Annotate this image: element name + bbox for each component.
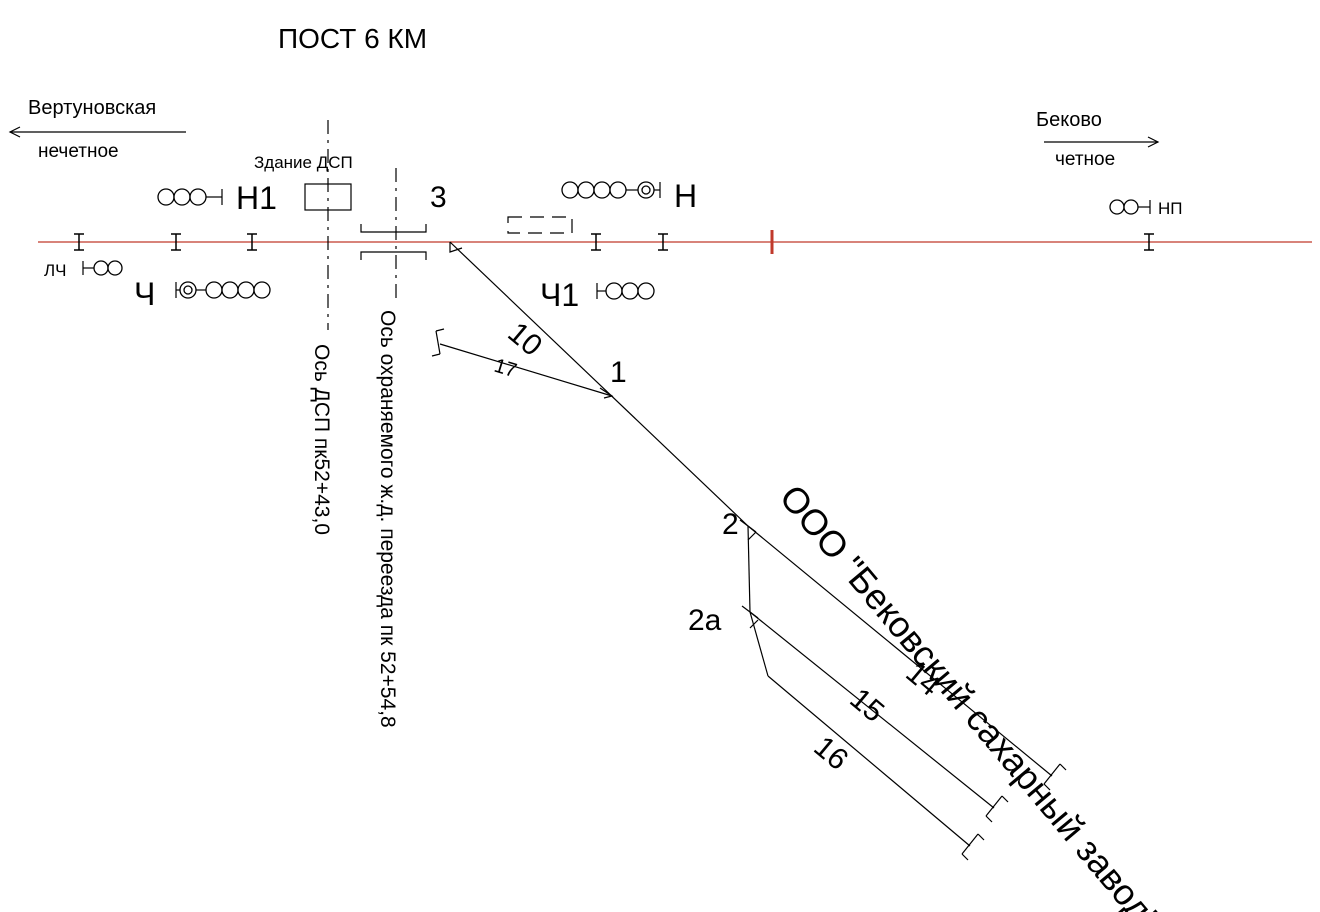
switch-2a-label: 2а [688,604,722,637]
switch-1-label: 1 [610,356,627,389]
track-15-label: 15 [844,682,891,729]
signal-np-label: НП [1158,199,1183,218]
direction-right-sub: четное [1055,149,1115,170]
axis-crossing-label: Ось охраняемого ж.д. переезда пк 52+54,8 [376,310,399,728]
signal-n1 [157,188,223,206]
siding-tracks [739,519,1067,861]
switch-10-label: 10 [502,316,549,363]
joint-4 [591,233,601,251]
direction-left-name: Вертуновская [28,97,156,119]
track-17 [431,328,613,397]
insulated-joints [74,233,1154,251]
joint-1 [74,233,84,251]
signal-n [561,181,661,199]
direction-right-arrow [1044,136,1160,148]
direction-right-name: Беково [1036,109,1102,131]
signal-lch-label: ЛЧ [44,261,67,280]
joint-3 [247,233,257,251]
direction-left-arrow [8,126,186,138]
axis-dsp-label: Ось ДСП пк52+43,0 [310,344,333,535]
signal-np [1109,199,1151,215]
switch-17-label: 17 [492,355,520,383]
direction-left-sub: нечетное [38,141,119,162]
branch-track [449,241,749,527]
level-crossing [360,224,427,260]
dashed-structure [507,216,573,234]
signal-n1-label: Н1 [236,180,277,216]
building-label: Здание ДСП [254,153,353,172]
diagram-title: ПОСТ 6 КМ [278,23,427,54]
signal-ch [175,281,271,299]
joint-6 [1144,233,1154,251]
switch-3-label: 3 [430,181,447,214]
track-16-label: 16 [808,730,855,777]
joint-5 [658,233,668,251]
signal-lch [82,260,123,276]
factory-label: ООО "Бековский сахарный завод" [772,477,1169,912]
switch-2-label: 2 [722,508,739,541]
signal-ch-label: Ч [134,276,155,312]
signal-ch1-label: Ч1 [540,277,579,313]
signal-n-label: Н [674,178,697,214]
signal-ch1 [596,282,655,300]
joint-2 [171,233,181,251]
